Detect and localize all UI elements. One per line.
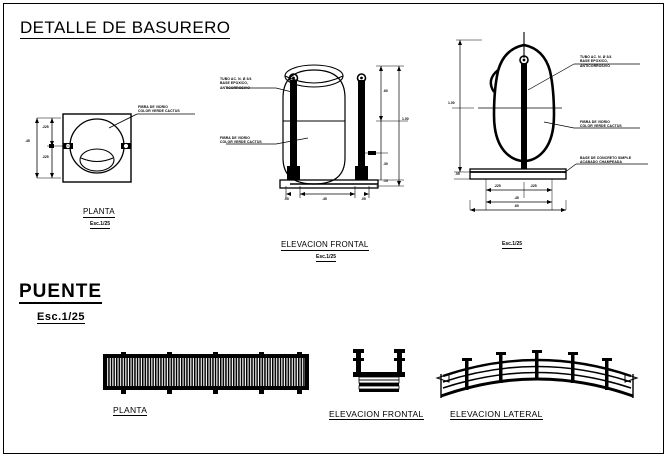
ef-note-tubo: TUBO AC. N. Ø 3/4 BASE EPOXICO, ANTICORR…: [220, 77, 252, 90]
el-dim-60: .60: [514, 204, 519, 208]
puente-scale-text: Esc.1/25: [37, 311, 86, 325]
basurero-ef-scale: Esc.1/25: [316, 245, 337, 263]
basurero-planta-caption-text: PLANTA: [83, 207, 115, 218]
sheet-border: [3, 3, 664, 454]
ef-note-tubo-line3: ANTICORROSIVO: [220, 85, 250, 90]
planta-note-fibra-line1: FIBRA DE VIDRIO: [138, 105, 169, 109]
basurero-ef-caption: ELEVACION FRONTAL: [281, 234, 369, 252]
puente-planta-caption: PLANTA: [113, 400, 148, 418]
title-puente: PUENTE: [19, 281, 103, 304]
puente-planta-view: [103, 352, 318, 397]
ef-dim-h-right: .05: [361, 197, 366, 201]
puente-planta-drawing: [103, 352, 309, 394]
ef-dim-15: .15: [383, 179, 388, 183]
ef-dim-h-center: .45: [322, 197, 327, 201]
basurero-planta-scale-text: Esc.1/25: [90, 221, 111, 229]
elevacion-frontal-drawing: [226, 64, 408, 198]
basurero-el-scale-text: Esc.1/25: [502, 241, 523, 249]
basurero-planta-scale: Esc.1/25: [90, 212, 111, 230]
ef-note-tubo-line2: BASE EPOXICO,: [220, 81, 249, 86]
basurero-elevacion-frontal-view: TUBO AC. N. Ø 3/4 BASE EPOXICO, ANTICORR…: [218, 58, 413, 208]
puente-el-drawing: [435, 350, 639, 398]
ef-note-fibra-line2: COLOR VERDE CACTUS: [220, 140, 262, 145]
el-dim-225b: .225: [530, 184, 537, 188]
ef-note-fibra-line1: FIBRA DE VIDRIO: [220, 136, 251, 140]
ef-dim-100: 1.00: [402, 117, 409, 121]
puente-scale: Esc.1/25: [37, 307, 86, 325]
ef-note-fibra: FIBRA DE VIDRIO COLOR VERDE CACTUS: [220, 136, 262, 145]
ef-dim-h-left: .05: [284, 197, 289, 201]
puente-ef-caption: ELEVACION FRONTAL: [329, 404, 424, 422]
puente-ef-caption-text: ELEVACION FRONTAL: [329, 409, 424, 421]
puente-el-caption-text: ELEVACION LATERAL: [450, 409, 543, 421]
el-dim-05: .05: [455, 172, 460, 176]
puente-ef-view: [350, 348, 430, 398]
puente-ef-drawing: [353, 349, 405, 392]
ef-note-tubo-line1: TUBO AC. N. Ø 3/4: [220, 77, 252, 81]
el-note-fibra-line1: FIBRA DE VIDRIO: [580, 120, 611, 124]
ef-dim-30: .30: [383, 162, 388, 166]
el-note-base-line2: ACABADO CHAMPEADA: [580, 160, 623, 165]
elevacion-lateral-drawing: [452, 32, 648, 212]
planta-note-fibra: FIBRA DE VIDRIO COLOR VERDE CACTUS: [138, 105, 180, 114]
basurero-elevacion-lateral-view: TUBO AC. N. Ø 3/4 BASE EPOXICO, ANTICORR…: [448, 30, 662, 215]
el-note-fibra-line2: COLOR VERDE CACTUS: [580, 124, 622, 129]
planta-note-fibra-line2: COLOR VERDE CACTUS: [138, 109, 180, 114]
el-dim-225a: .225: [494, 184, 501, 188]
basurero-planta-drawing: [35, 113, 195, 183]
title-basurero-text: DETALLE DE BASURERO: [20, 18, 231, 39]
el-note-fibra: FIBRA DE VIDRIO COLOR VERDE CACTUS: [580, 120, 622, 129]
el-dim-45: .45: [514, 196, 519, 200]
el-note-base: BASE DE CONCRETO SIMPLE ACABADO CHAMPEAD…: [580, 156, 631, 165]
puente-el-caption: ELEVACION LATERAL: [450, 404, 543, 422]
el-note-tubo-line1: TUBO AC. N. Ø 3/4: [580, 55, 612, 59]
el-dim-100: 1.00: [448, 101, 455, 105]
basurero-el-scale: Esc.1/25: [502, 232, 523, 250]
el-note-tubo-line2: BASE EPOXICO,: [580, 59, 609, 64]
planta-dim-total: .45: [25, 139, 30, 143]
basurero-planta-caption: PLANTA: [83, 201, 115, 219]
basurero-ef-scale-text: Esc.1/25: [316, 254, 337, 262]
puente-el-view: [435, 348, 639, 403]
planta-dim-top: .225: [42, 125, 49, 129]
title-puente-text: PUENTE: [19, 281, 103, 304]
planta-dim-bottom: .225: [42, 155, 49, 159]
basurero-planta-view: .45 .225 .225 FIBRA DE VIDRIO COLOR VERD…: [25, 105, 200, 208]
ef-dim-60: .60: [383, 89, 388, 93]
puente-planta-caption-text: PLANTA: [113, 405, 148, 417]
el-note-base-line1: BASE DE CONCRETO SIMPLE: [580, 156, 632, 160]
el-note-tubo: TUBO AC. N. Ø 3/4 BASE EPOXICO, ANTICORR…: [580, 55, 612, 68]
basurero-ef-caption-text: ELEVACION FRONTAL: [281, 240, 369, 251]
el-note-tubo-line3: ANTICORROSIVO: [580, 63, 610, 68]
title-basurero: DETALLE DE BASURERO: [20, 18, 231, 39]
